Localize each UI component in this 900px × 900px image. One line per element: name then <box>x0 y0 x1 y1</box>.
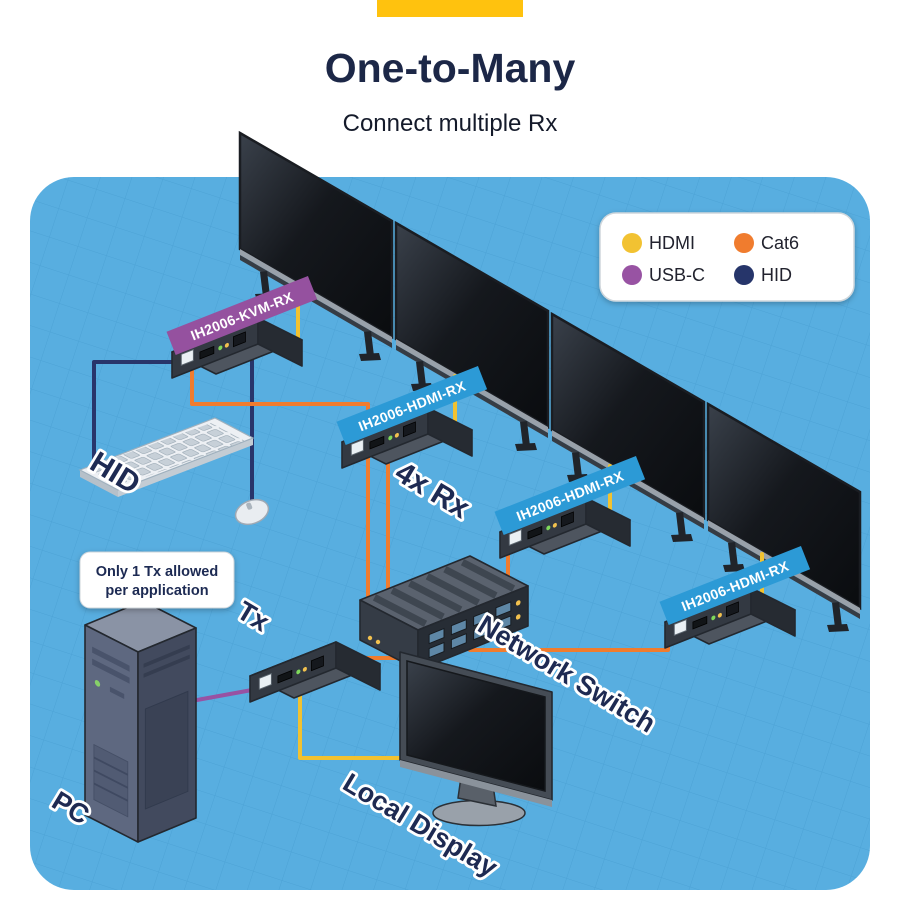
hid-color-dot <box>734 265 754 285</box>
switch-ports <box>428 600 521 659</box>
usb-c-cable-pc-tx <box>195 688 254 702</box>
display-screen <box>406 660 546 792</box>
cat6-color-dot <box>734 233 754 253</box>
pc-tower <box>84 600 197 843</box>
display-base <box>432 799 526 827</box>
network-switch <box>359 555 529 671</box>
pc-side-details <box>143 644 190 810</box>
cat6-cable-rx1 <box>190 366 370 604</box>
switch-led <box>375 639 381 645</box>
note-box: Only 1 Tx allowed per application <box>79 551 235 609</box>
mouse <box>234 498 270 526</box>
switch-fins <box>372 559 516 627</box>
legend-label-hdmi: HDMI <box>649 233 695 253</box>
legend-label-usb-c: USB-C <box>649 265 705 285</box>
legend-label-cat6: Cat6 <box>761 233 799 253</box>
display-bottom-edge <box>400 760 552 807</box>
top-accent-bar <box>377 0 523 17</box>
legend: HDMI Cat6 USB-C HID <box>599 212 855 302</box>
hdmi-color-dot <box>622 233 642 253</box>
note-line-2: per application <box>105 583 208 599</box>
hdmi-cable-local-display <box>298 682 406 760</box>
legend-label-hid: HID <box>761 265 792 285</box>
hid-cable-keyboard <box>92 360 176 470</box>
page-subtitle: Connect multiple Rx <box>343 110 558 137</box>
local-display <box>399 651 553 827</box>
page-title: One-to-Many <box>325 45 576 91</box>
pc-front-details <box>92 646 130 818</box>
usb-c-color-dot <box>622 265 642 285</box>
note-line-1: Only 1 Tx allowed <box>96 564 218 580</box>
keyboard <box>78 417 255 497</box>
switch-led <box>367 635 373 641</box>
